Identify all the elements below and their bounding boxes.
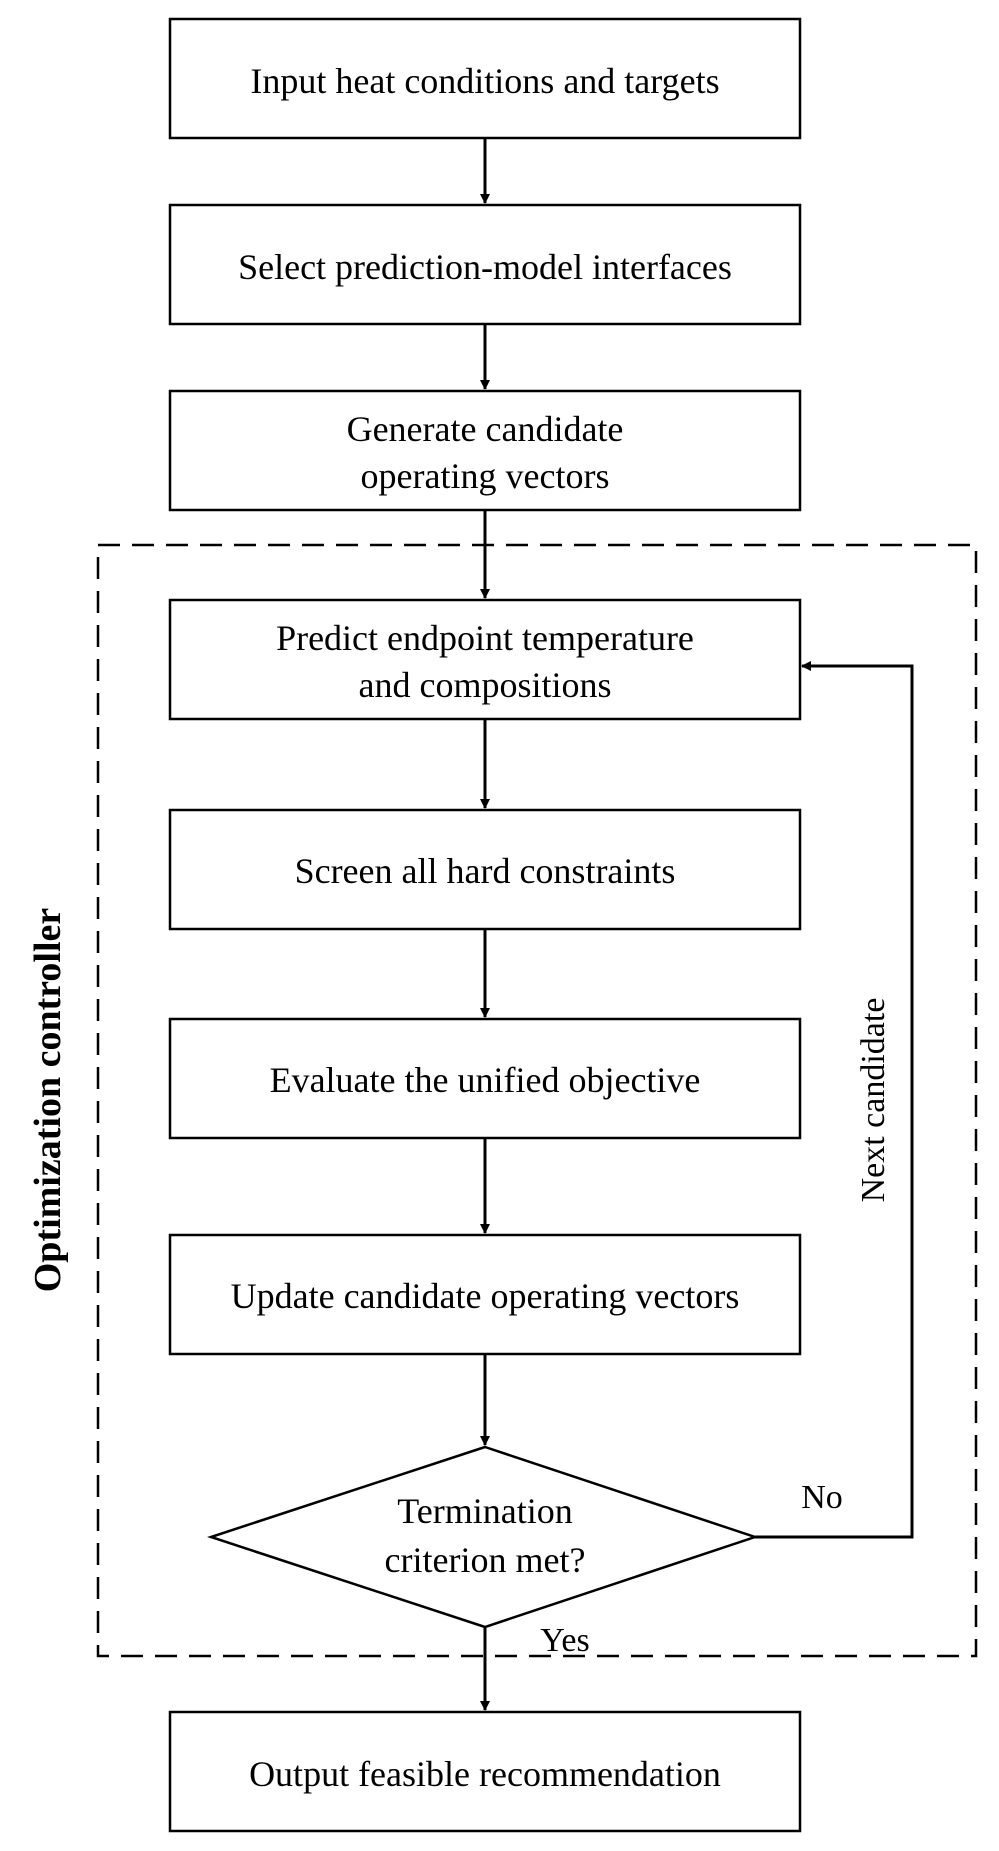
node-screen-constraints: Screen all hard constraints [168,808,802,931]
node-generate-text-line2: operating vectors [361,456,610,496]
node-select-prediction-model: Select prediction-model interfaces [168,203,802,326]
optimization-controller-group [96,543,978,1658]
edge-label-yes: Yes [540,1622,589,1659]
optimization-controller-label: Optimization controller [27,908,69,1293]
node-input-text: Input heat conditions and targets [250,61,719,101]
node-decision-text-line2: criterion met? [385,1540,586,1580]
node-evaluate-text: Evaluate the unified objective [270,1060,701,1100]
node-output-recommendation: Output feasible recommendation [168,1710,802,1833]
edge-label-next-candidate: Next candidate [855,998,892,1203]
edge-loop-next-candidate [755,661,914,1539]
node-input-heat-conditions: Input heat conditions and targets [168,17,802,140]
node-select-text: Select prediction-model interfaces [238,247,732,287]
edge-label-no: No [801,1479,843,1516]
node-screen-text: Screen all hard constraints [295,851,676,891]
node-update-text: Update candidate operating vectors [231,1276,740,1316]
node-update-candidate: Update candidate operating vectors [168,1233,802,1356]
node-generate-candidate: Generate candidate operating vectors [168,389,802,512]
node-output-text: Output feasible recommendation [249,1754,721,1794]
node-evaluate-objective: Evaluate the unified objective [168,1017,802,1140]
node-predict-text-line2: and compositions [359,665,612,705]
node-termination-decision: Termination criterion met? [206,1445,759,1629]
node-generate-text-line1: Generate candidate [347,409,624,449]
node-decision-text-line1: Termination [397,1491,572,1531]
node-predict-endpoint: Predict endpoint temperature and composi… [168,598,802,721]
node-predict-text-line1: Predict endpoint temperature [276,618,694,658]
